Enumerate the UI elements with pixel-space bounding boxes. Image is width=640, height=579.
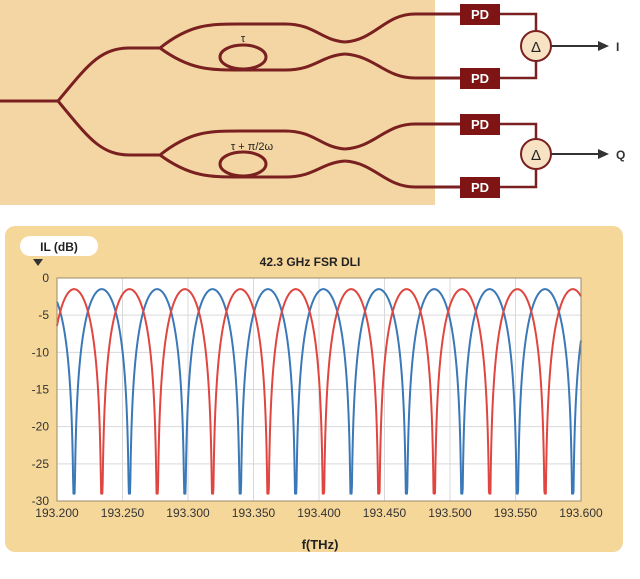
y-tick-labels: 0 -5 -10 -15 -20 -25 -30 xyxy=(32,271,50,508)
transmission-chart: IL (dB) 42.3 GHz FSR DLI 0 -5 -10 -15 -20 -25… xyxy=(5,226,623,552)
x-tick-label: 193.600 xyxy=(559,506,603,520)
dli-diagram: τ τ + π/2ω PD PD PD PD Δ Δ xyxy=(0,0,625,205)
x-axis-label: f(THz) xyxy=(302,537,339,552)
q-output-label: Q xyxy=(616,148,625,162)
lower-arm-waveguide xyxy=(56,100,160,157)
pd-upper-bottom-label: PD xyxy=(471,71,489,86)
upper-out-top xyxy=(344,12,460,44)
lower-mzi-top xyxy=(159,129,346,157)
x-tick-label: 193.400 xyxy=(297,506,341,520)
photodiodes: PD PD PD PD xyxy=(460,4,500,198)
x-tick-label: 193.300 xyxy=(166,506,210,520)
y-tick-label: -20 xyxy=(32,420,50,434)
plot-frame xyxy=(56,277,582,502)
y-axis-label: IL (dB) xyxy=(40,240,78,254)
x-tick-labels: 193.200 193.250 193.300 193.350 193.400 193.4… xyxy=(35,506,603,520)
y-tick-label: -30 xyxy=(32,494,50,508)
lower-delay-label: τ + π/2ω xyxy=(231,141,274,153)
i-output-arrowhead xyxy=(598,41,609,51)
wire-lower-top xyxy=(500,122,538,140)
waveguides xyxy=(0,12,460,189)
y-tick-label: 0 xyxy=(42,271,49,285)
pd-upper-top-label: PD xyxy=(471,7,489,22)
pd-lower-top-label: PD xyxy=(471,117,489,132)
lower-out-bottom xyxy=(344,159,460,189)
y-axis-marker xyxy=(33,259,43,266)
x-tick-label: 193.500 xyxy=(428,506,472,520)
y-tick-label: -25 xyxy=(32,457,50,471)
lower-subtractor-symbol: Δ xyxy=(531,147,541,164)
upper-out-bottom xyxy=(344,52,460,80)
y-tick-label: -15 xyxy=(32,383,50,397)
upper-subtractor-symbol: Δ xyxy=(531,39,541,56)
upper-delay-ring xyxy=(218,43,268,71)
series-line-red xyxy=(56,288,582,495)
electrical-wires xyxy=(500,12,538,189)
output-arrows: I Q xyxy=(551,40,625,162)
y-axis-label-pill xyxy=(20,236,98,256)
i-output-label: I xyxy=(616,40,619,54)
pd-upper-top-box xyxy=(460,4,500,25)
x-tick-label: 193.200 xyxy=(35,506,79,520)
pd-upper-bottom-box xyxy=(460,68,500,89)
series-layer xyxy=(56,288,582,495)
upper-delay-label: τ xyxy=(241,33,246,45)
diagram-panel xyxy=(0,0,435,205)
lower-out-top xyxy=(344,122,460,151)
wire-upper-bottom xyxy=(500,60,538,80)
upper-mzi-top xyxy=(159,22,346,50)
q-output-arrowhead xyxy=(598,149,609,159)
y-tick-label: -10 xyxy=(32,345,50,359)
series-line-blue xyxy=(56,288,582,495)
pd-lower-bottom-box xyxy=(460,177,500,198)
x-tick-label: 193.350 xyxy=(232,506,276,520)
pd-lower-top-box xyxy=(460,114,500,135)
x-tick-label: 193.250 xyxy=(101,506,145,520)
y-tick-label: -5 xyxy=(38,308,49,322)
x-tick-label: 193.550 xyxy=(494,506,538,520)
subtractors: Δ Δ xyxy=(520,30,552,170)
wire-upper-top xyxy=(500,12,538,32)
pd-lower-bottom-label: PD xyxy=(471,180,489,195)
x-tick-label: 193.450 xyxy=(363,506,407,520)
lower-delay-ring xyxy=(218,150,268,178)
chart-title: 42.3 GHz FSR DLI xyxy=(260,255,361,269)
upper-arm-waveguide xyxy=(56,46,160,102)
wire-lower-bottom xyxy=(500,168,538,189)
